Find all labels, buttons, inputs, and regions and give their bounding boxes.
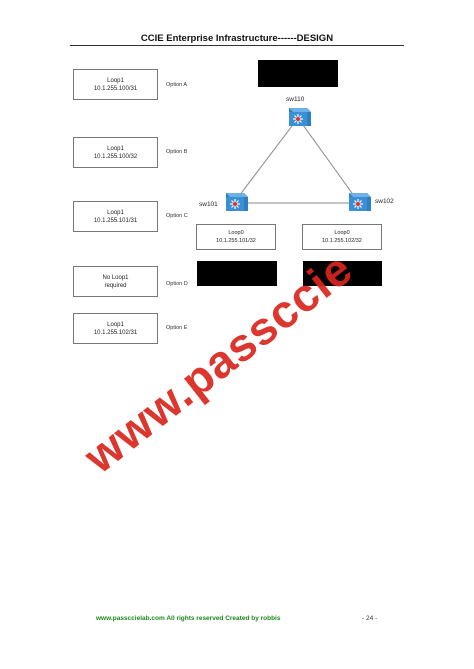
option-e-line1: Loop1 (107, 321, 124, 328)
option-a-box[interactable]: Loop1 10.1.255.100/31 (73, 69, 158, 100)
sw110-label: sw110 (286, 96, 305, 103)
option-c-box[interactable]: Loop1 10.1.255.101/31 (73, 201, 158, 232)
title-rule (70, 45, 404, 46)
sw102-label: sw102 (375, 198, 394, 205)
option-b-line2: 10.1.255.100/32 (93, 153, 138, 160)
option-b-box[interactable]: Loop1 10.1.255.100/32 (73, 137, 158, 168)
loop0-left-line2: 10.1.255.101/32 (216, 238, 256, 244)
option-b-line1: Loop1 (107, 145, 124, 152)
option-d-label: Option D (166, 281, 188, 287)
loop0-left-line1: Loop0 (228, 230, 244, 236)
option-c-line1: Loop1 (107, 209, 124, 216)
page-number: - 24 - (362, 615, 378, 622)
option-d-line2: required (104, 282, 127, 289)
link-110-101 (235, 117, 299, 201)
sw102-switch-icon[interactable] (345, 191, 371, 213)
loop0-right-line2: 10.1.255.102/32 (322, 238, 362, 244)
redacted-block-right (303, 261, 382, 286)
page-title: CCIE Enterprise Infrastructure------DESI… (140, 33, 334, 44)
option-c-label: Option C (166, 213, 188, 219)
option-d-box[interactable]: No Loop1 required (73, 266, 158, 297)
redacted-block-left (197, 261, 277, 286)
option-b-label: Option B (166, 149, 188, 155)
sw101-switch-icon[interactable] (222, 191, 248, 213)
option-e-box[interactable]: Loop1 10.1.255.102/31 (73, 313, 158, 344)
link-110-102 (297, 117, 358, 201)
option-e-label: Option E (166, 325, 188, 331)
loop0-right-box: Loop0 10.1.255.102/32 (302, 224, 382, 250)
footer-text: www.passccielab.com All rights reserved … (96, 615, 281, 622)
redacted-block-top (258, 60, 338, 87)
option-e-line2: 10.1.255.102/31 (93, 329, 138, 336)
sw101-label: sw101 (199, 201, 218, 208)
sw110-switch-icon[interactable] (285, 106, 311, 128)
loop0-right-line1: Loop0 (334, 230, 350, 236)
option-c-line2: 10.1.255.101/31 (93, 217, 138, 224)
option-a-line1: Loop1 (107, 77, 124, 84)
option-d-line1: No Loop1 (102, 274, 129, 281)
option-a-line2: 10.1.255.100/31 (93, 85, 138, 92)
option-a-label: Option A (166, 82, 188, 88)
loop0-left-box: Loop0 10.1.255.101/32 (196, 224, 276, 250)
